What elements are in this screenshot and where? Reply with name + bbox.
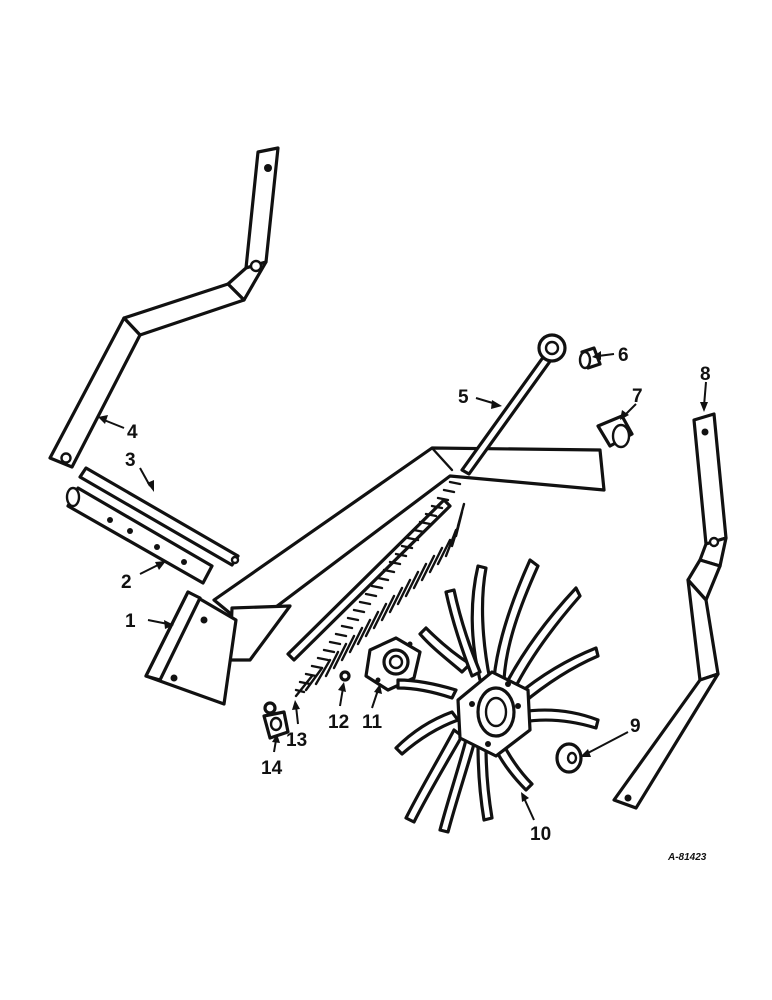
part-12-nut bbox=[339, 670, 351, 682]
part-1-arm bbox=[144, 446, 606, 706]
callout-11: 11 bbox=[362, 712, 383, 733]
callout-3: 3 bbox=[125, 450, 136, 471]
part-14-collar bbox=[262, 701, 290, 740]
callout-8: 8 bbox=[700, 364, 711, 385]
part-5-eye-rod bbox=[460, 333, 567, 476]
callout-10: 10 bbox=[530, 824, 551, 845]
part-11-bearing bbox=[364, 636, 422, 692]
callout-12: 12 bbox=[328, 712, 349, 733]
part-13-spring bbox=[286, 480, 466, 698]
callout-leaders bbox=[98, 351, 708, 821]
callout-5: 5 bbox=[458, 387, 469, 408]
callout-labels: 1 2 3 4 5 6 7 8 9 10 11 12 13 14 bbox=[121, 345, 711, 845]
callout-6: 6 bbox=[618, 345, 629, 366]
callout-2: 2 bbox=[121, 572, 132, 593]
part-10-spider-wheel bbox=[394, 558, 600, 834]
part-6-bushing bbox=[578, 346, 602, 370]
callout-14: 14 bbox=[261, 758, 283, 779]
callout-7: 7 bbox=[632, 386, 643, 407]
part-8-bracket bbox=[612, 412, 728, 810]
part-2-tube bbox=[65, 486, 214, 585]
drawing-code: A-81423 bbox=[667, 852, 707, 863]
part-9-washer bbox=[555, 742, 583, 774]
callout-9: 9 bbox=[630, 716, 641, 737]
callout-1: 1 bbox=[125, 611, 136, 632]
callout-4: 4 bbox=[127, 422, 138, 443]
part-3-rod bbox=[78, 466, 240, 567]
part-7-spacer bbox=[596, 414, 634, 449]
callout-13: 13 bbox=[286, 730, 307, 751]
part-4-bracket bbox=[48, 146, 280, 469]
